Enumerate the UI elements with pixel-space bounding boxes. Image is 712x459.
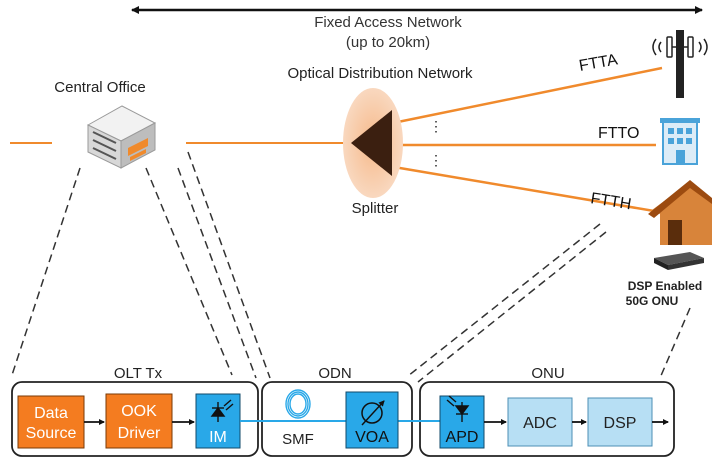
office-building-icon <box>660 118 700 165</box>
data-source-label-2: Source <box>26 425 77 442</box>
branch-ftto-label: FTTO <box>598 125 639 142</box>
odn-box <box>261 381 413 457</box>
central-office-label: Central Office <box>54 79 145 96</box>
fixed-access-network-label: Fixed Access Network <box>314 14 462 31</box>
house-icon <box>648 180 712 245</box>
ellipsis-lower: ⋮ <box>429 152 443 168</box>
odn-title-label: Optical Distribution Network <box>287 65 473 82</box>
modulator-diode-icon <box>210 399 234 422</box>
ook-driver-label-1: OOK <box>121 403 157 420</box>
dsp-label: DSP <box>604 415 637 432</box>
photodiode-icon <box>446 395 470 422</box>
adc-block <box>507 397 573 447</box>
im-label: IM <box>209 429 227 446</box>
distance-label: (up to 20km) <box>346 34 430 51</box>
olt-tx-title: OLT Tx <box>114 365 163 382</box>
central-office-icon <box>86 105 157 169</box>
data-source-label-1: Data <box>34 405 68 422</box>
data-source-block <box>17 395 85 449</box>
fiber-spool-icon <box>285 389 311 419</box>
onu-caption-line1: DSP Enabled <box>628 279 702 293</box>
fiber-ftta <box>387 66 663 126</box>
dsp-block <box>587 397 653 447</box>
voa-label: VOA <box>355 429 389 446</box>
ellipsis-upper: ⋮ <box>429 118 443 134</box>
fiber-ftth <box>387 164 661 214</box>
adc-label: ADC <box>523 415 557 432</box>
attenuator-icon <box>361 400 385 426</box>
antenna-tower-icon <box>652 30 708 98</box>
onu-caption-line2: 50G ONU <box>626 294 679 308</box>
branch-ftth-label: FTTH <box>589 190 632 213</box>
odn-box-title: ODN <box>318 365 351 382</box>
apd-label: APD <box>446 429 479 446</box>
voa-block <box>345 391 399 449</box>
zoom-lines <box>11 151 691 383</box>
ook-driver-label-2: Driver <box>118 425 161 442</box>
splitter-icon <box>351 110 392 176</box>
onu-device-icon <box>654 252 704 270</box>
splitter-label: Splitter <box>352 200 399 217</box>
olt-tx-box <box>11 381 259 457</box>
onu-box <box>419 381 675 457</box>
branch-ftta-label: FTTA <box>578 51 619 75</box>
smf-label: SMF <box>282 431 314 448</box>
onu-box-title: ONU <box>531 365 564 382</box>
ook-driver-block <box>105 393 173 449</box>
